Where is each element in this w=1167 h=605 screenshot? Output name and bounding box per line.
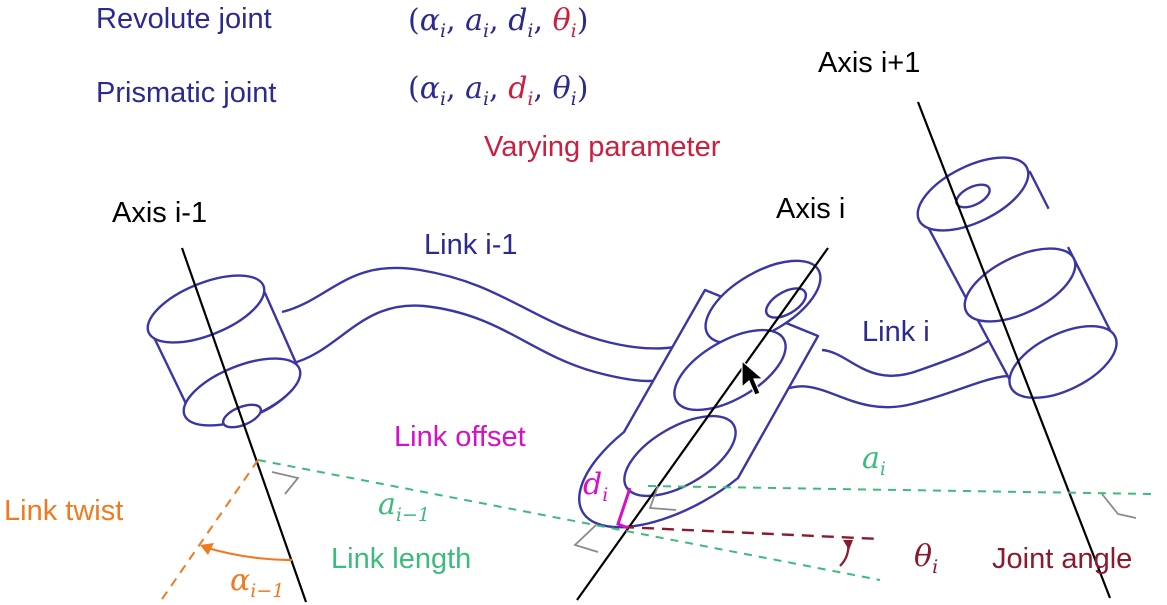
link-i-label: Link i [862, 316, 930, 348]
right-angle-marker-4 [1101, 493, 1137, 519]
joint-cylinder-i-minus-1 [146, 274, 302, 429]
d-i-symbol: di [583, 467, 608, 506]
link-offset-label: Link offset [394, 421, 526, 453]
link-i-minus-1-label: Link i-1 [424, 229, 518, 261]
link-length-label: Link length [331, 543, 471, 575]
right-angle-marker-1 [271, 471, 300, 495]
prismatic-params: (αi, ai, di, θi) [408, 71, 588, 110]
link-twist-line [159, 459, 259, 603]
alpha-i-minus-1-symbol: αi−1 [230, 563, 284, 602]
mouse-cursor-icon [741, 359, 765, 396]
right-angle-marker-3 [648, 485, 677, 511]
axis-i-line [576, 247, 829, 601]
link-i [779, 338, 1017, 409]
a-i-minus-1-symbol: ai−1 [378, 487, 430, 526]
a-i-symbol: ai [862, 441, 886, 480]
link-twist-label: Link twist [4, 495, 123, 527]
axis-i-label: Axis i [776, 193, 845, 225]
varying-parameter-label: Varying parameter [484, 131, 721, 163]
theta-i-symbol: θi [914, 539, 938, 578]
axis-i-plus-1-line [916, 101, 1112, 599]
joint-cylinder-i-plus-1 [916, 156, 1118, 399]
revolute-params: (αi, ai, di, θi) [408, 3, 588, 42]
twist-angle-arc [203, 545, 293, 562]
link-length-line [257, 459, 881, 581]
revolute-joint-label: Revolute joint [96, 3, 272, 35]
axis-i-minus-1-label: Axis i-1 [112, 197, 207, 229]
axis-i-plus-1-label: Axis i+1 [818, 47, 920, 79]
joint-angle-arrow-head [843, 540, 853, 550]
axis-i-minus-1-line [180, 247, 308, 603]
prismatic-joint-label: Prismatic joint [96, 77, 277, 109]
link-i-minus-1 [281, 266, 713, 383]
common-normal-line [647, 485, 1153, 495]
link-offset-bracket [616, 487, 632, 530]
joint-angle-label: Joint angle [992, 543, 1132, 575]
joint-angle-reference-line [621, 525, 881, 541]
right-angle-marker-2 [573, 524, 599, 553]
twist-arrow-head [200, 543, 214, 555]
